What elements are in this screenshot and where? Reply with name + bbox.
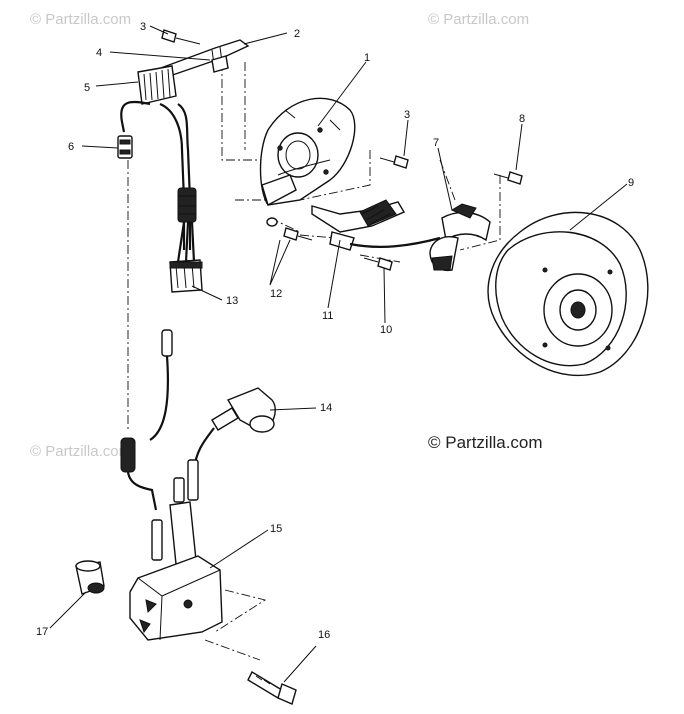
callout-labels: 3 2 4 5 6 1 3 8 7 9 12 13 11 10 14 15 17… — [36, 21, 634, 641]
pulser-coil-assembly — [311, 199, 441, 251]
callout-7: 7 — [433, 137, 439, 149]
callout-17: 17 — [36, 626, 48, 638]
rubber-cap — [75, 560, 105, 595]
harness-clamp — [148, 39, 250, 81]
spark-plug-cap — [192, 387, 276, 471]
callout-16: 16 — [318, 629, 330, 641]
harness-wrap — [176, 187, 197, 263]
callout-2: 2 — [294, 28, 300, 40]
screw-lower — [363, 257, 393, 271]
mounting-bolt — [247, 671, 297, 705]
watermark-top-right: © Partzilla.com — [428, 11, 529, 28]
callout-4: 4 — [96, 47, 102, 59]
callout-9: 9 — [628, 177, 634, 189]
flywheel — [487, 211, 649, 377]
callout-6: 6 — [68, 141, 74, 153]
callout-14: 14 — [320, 402, 332, 414]
callout-3-top: 3 — [140, 21, 146, 33]
callout-15: 15 — [270, 523, 282, 535]
watermark-mid-left: © Partzilla.com — [30, 443, 131, 460]
harness-plug — [169, 259, 203, 293]
bullet-connector — [117, 135, 133, 159]
wire-connector-block — [137, 65, 177, 105]
watermark-top-left: © Partzilla.com — [30, 11, 131, 28]
screw-and-washer — [266, 217, 313, 241]
harness-wire-branch — [177, 103, 192, 250]
callout-3-mid: 3 — [404, 109, 410, 121]
callout-8: 8 — [519, 113, 525, 125]
alignment-lines — [127, 62, 501, 661]
callout-10: 10 — [380, 324, 392, 336]
harness-wire — [120, 100, 186, 250]
callout-11: 11 — [322, 310, 333, 322]
screw-right — [493, 171, 523, 185]
screw-mid — [379, 155, 409, 169]
callout-13: 13 — [226, 295, 238, 307]
leader-lines — [49, 25, 628, 683]
callout-5: 5 — [84, 82, 90, 94]
callout-1: 1 — [364, 52, 370, 64]
callout-12: 12 — [270, 288, 282, 300]
ignition-coil — [429, 203, 491, 272]
stator-plate — [259, 97, 356, 207]
lower-lead-wire — [120, 329, 173, 511]
copyright-notice: © Partzilla.com — [428, 433, 543, 452]
screw-upper-left — [161, 29, 201, 45]
cdi-unit — [129, 459, 223, 641]
